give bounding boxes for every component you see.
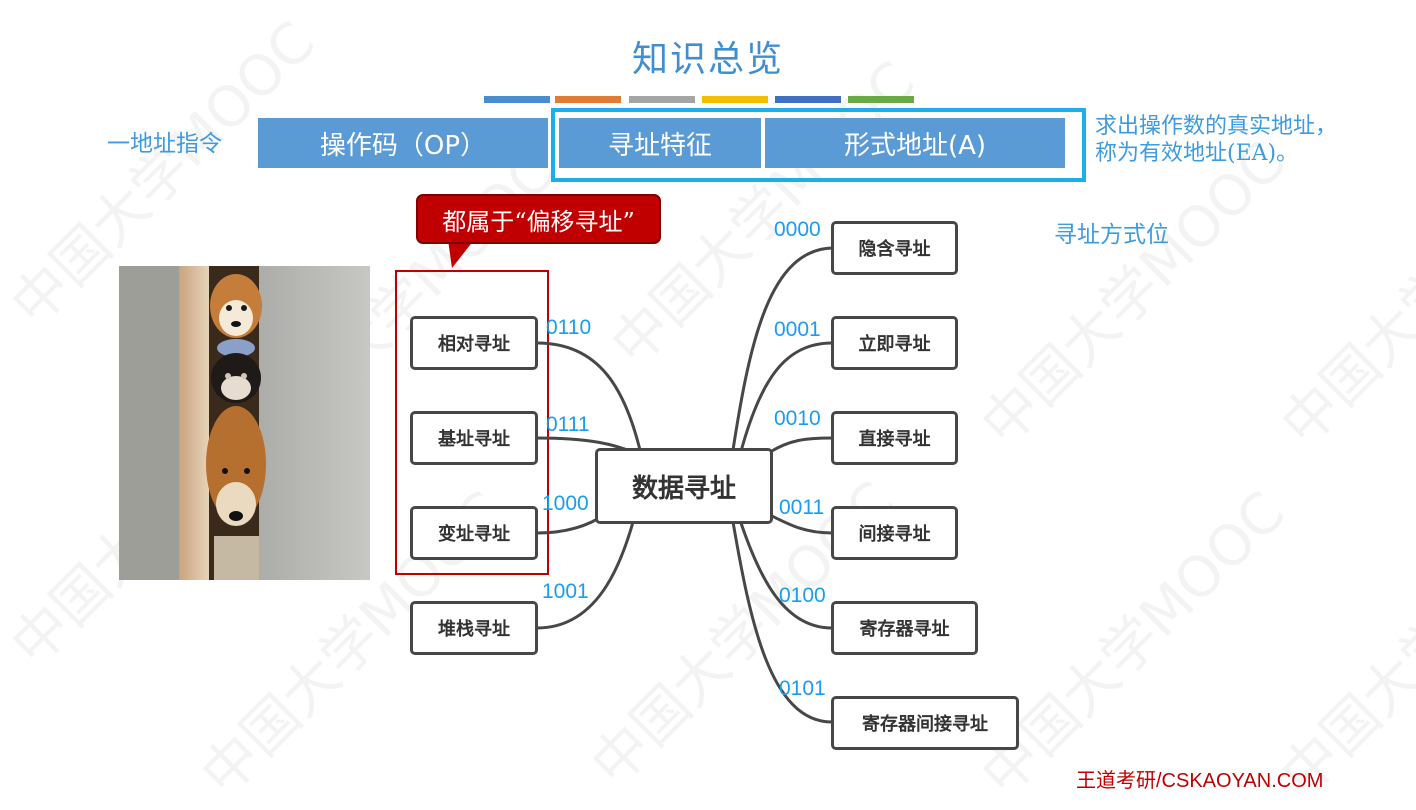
connector xyxy=(769,436,833,454)
node-indirect-addressing: 间接寻址 xyxy=(831,506,958,560)
color-stripe xyxy=(702,96,768,103)
color-stripe xyxy=(555,96,621,103)
code-direct: 0010 xyxy=(774,407,821,430)
field-opcode: 操作码（OP） xyxy=(258,118,548,168)
dogs-photo xyxy=(119,266,370,580)
node-immediate-addressing: 立即寻址 xyxy=(831,316,958,370)
field-addressing-feature: 寻址特征 xyxy=(559,118,761,168)
color-stripe xyxy=(775,96,841,103)
color-stripe xyxy=(484,96,550,103)
connector xyxy=(536,341,642,451)
connector xyxy=(731,521,833,724)
node-data-addressing: 数据寻址 xyxy=(595,448,773,524)
ea-note-line: 称为有效地址(EA)。 xyxy=(1095,141,1299,166)
connector xyxy=(731,246,833,451)
node-register-addressing: 寄存器寻址 xyxy=(831,601,978,655)
addressing-outline xyxy=(551,108,1086,182)
offset-addressing-callout: 都属于“偏移寻址” xyxy=(416,194,661,244)
code-stack: 1001 xyxy=(542,580,589,603)
callout-tail xyxy=(448,240,474,268)
node-register-indirect-addressing: 寄存器间接寻址 xyxy=(831,696,1019,750)
ea-note-line: 求出操作数的真实地址， xyxy=(1095,114,1338,139)
color-stripe xyxy=(629,96,695,103)
color-stripe xyxy=(848,96,914,103)
code-indirect: 0011 xyxy=(779,496,825,519)
code-base: 0111 xyxy=(546,413,590,436)
code-register: 0100 xyxy=(779,584,826,607)
effective-address-note: 求出操作数的真实地址， 称为有效地址(EA)。 xyxy=(1095,113,1337,167)
mode-bits-label: 寻址方式位 xyxy=(1054,222,1169,248)
offset-addressing-box xyxy=(395,270,549,575)
node-implied-addressing: 隐含寻址 xyxy=(831,221,958,275)
connector xyxy=(738,341,833,456)
connector xyxy=(738,519,833,630)
node-stack-addressing: 堆栈寻址 xyxy=(410,601,538,655)
field-formal-address: 形式地址(A) xyxy=(765,118,1065,168)
code-index: 1000 xyxy=(542,492,589,515)
instruction-label: 一地址指令 xyxy=(107,131,222,157)
footer-brand: 王道考研/CSKAOYAN.COM xyxy=(1076,770,1324,792)
code-relative: 0110 xyxy=(546,316,592,339)
page-title: 知识总览 xyxy=(631,39,784,80)
node-index-addressing: 变址寻址 xyxy=(410,506,538,560)
node-base-addressing: 基址寻址 xyxy=(410,411,538,465)
code-register-indirect: 0101 xyxy=(779,677,826,700)
code-immediate: 0001 xyxy=(774,318,821,341)
node-direct-addressing: 直接寻址 xyxy=(831,411,958,465)
code-implied: 0000 xyxy=(774,218,821,241)
node-relative-addressing: 相对寻址 xyxy=(410,316,538,370)
connector xyxy=(769,513,833,535)
